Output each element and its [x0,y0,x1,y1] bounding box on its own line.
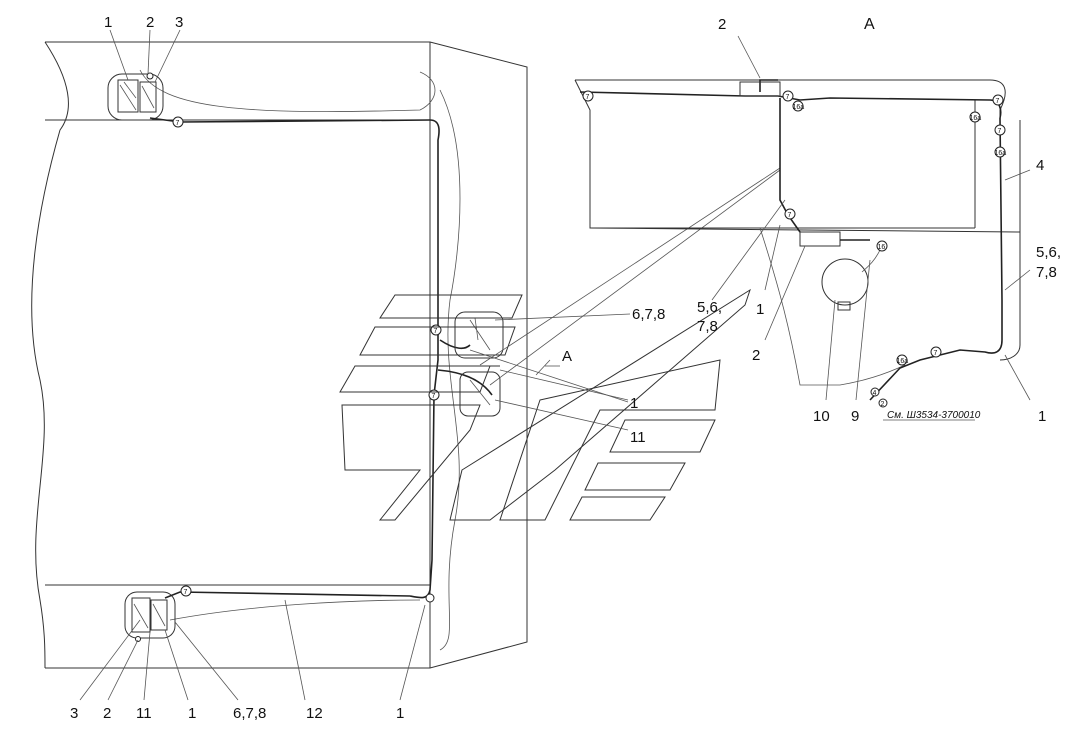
label-section-a: A [562,348,572,365]
leader-lines-view-a [711,35,1031,421]
view-title-group: A [864,16,875,33]
mark-7-bottom: 7 [184,589,188,596]
label-center-56: 5,6, [697,299,722,316]
label-bottom-2: 2 [103,705,111,722]
mark-a-7a: 7 [586,94,590,101]
label-a-9: 9 [851,408,859,425]
label-top-1: 1 [104,14,112,31]
label-a-78: 7,8 [1036,264,1057,281]
label-a-10: 10 [813,408,830,425]
top-left-component [107,72,164,121]
label-a-2-top: 2 [718,16,726,33]
label-top-2: 2 [146,14,154,31]
view-a-outline [574,79,1021,386]
label-center-1a: 1 [756,301,764,318]
center-components [430,311,504,417]
leader-lines-main [79,29,426,701]
main-wire-marks: 7 7 7 7 [172,116,442,603]
label-bottom-678: 6,7,8 [233,705,266,722]
mark-a-16a: 16a [793,104,805,111]
leader-lines-center [469,167,781,431]
mark-7-mid: 7 [434,328,438,335]
labels-center: 6,7,8 5,6, 7,8 1 1 11 A [562,299,764,446]
label-a-4: 4 [1036,157,1044,174]
view-a-wire-marks: 7 7 16a 7 16 7 16a 7 16a 7 16a 4 2 [582,90,1007,408]
label-center-78: 7,8 [697,318,718,335]
label-center-678: 6,7,8 [632,306,665,323]
label-bottom-3: 3 [70,705,78,722]
labels-main-bottom: 3 2 11 1 6,7,8 12 1 [70,705,404,722]
main-harness [149,117,493,599]
mark-a-16a2: 16a [970,115,982,122]
label-center-11: 11 [630,429,646,446]
label-center-1b: 1 [630,395,638,412]
label-bottom-11: 11 [136,705,152,722]
mark-a-16a4: 16a [897,358,909,365]
label-a-2-mid: 2 [752,347,760,364]
mark-a-16: 16 [878,244,886,251]
label-bottom-1: 1 [188,705,196,722]
mark-a-16a3: 16a [995,150,1007,157]
label-bottom-12: 12 [306,705,323,722]
mark-7-top: 7 [176,120,180,127]
label-a-1: 1 [1038,408,1046,425]
mark-7-low: 7 [432,393,436,400]
mark-a-7e: 7 [998,128,1002,135]
decorative-stripes [339,288,751,521]
view-a-title: A [864,16,875,33]
mark-a-7b: 7 [786,94,790,101]
mark-a-4: 4 [873,390,877,397]
labels-main-top: 1 2 3 [104,14,183,31]
bottom-left-component [124,591,176,642]
mark-a-7f: 7 [934,350,938,357]
mark-a-7d: 7 [996,98,1000,105]
mark-a-2: 2 [881,401,885,408]
mark-a-7c: 7 [788,212,792,219]
labels-view-a: 2 4 5,6, 7,8 2 10 9 1 См. Ш3534-3700010 [718,16,1061,425]
reference-note: См. Ш3534-3700010 [887,410,981,421]
label-bottom-1b: 1 [396,705,404,722]
cab-outline [31,41,528,669]
label-top-3: 3 [175,14,183,31]
label-a-56: 5,6, [1036,244,1061,261]
